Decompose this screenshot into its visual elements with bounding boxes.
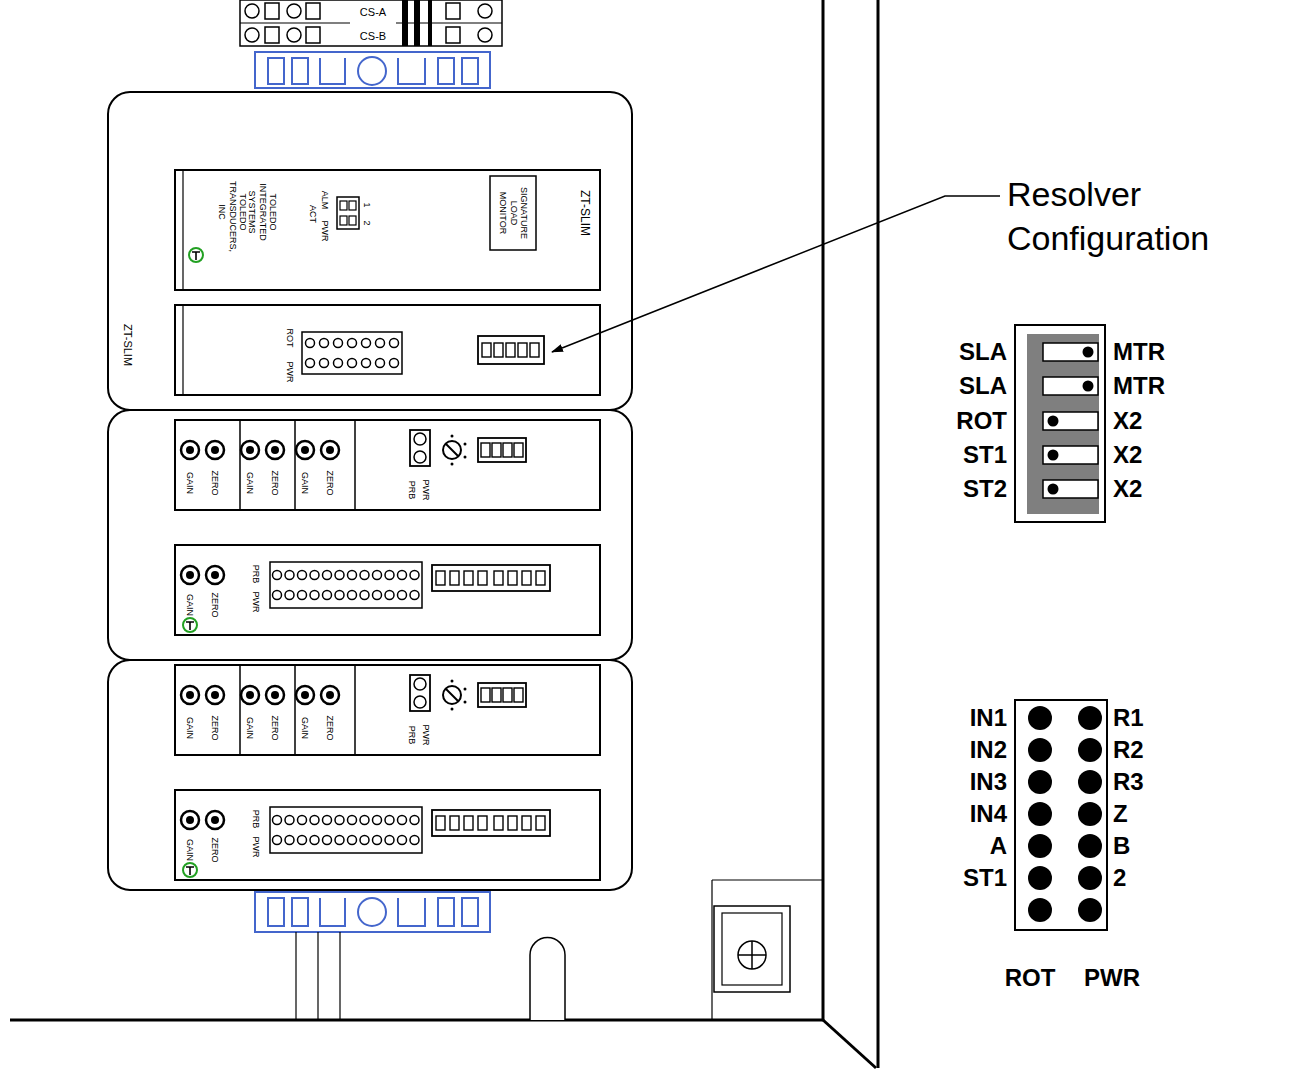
model-name: ZT-SLIM xyxy=(122,323,135,367)
pin-label: Z xyxy=(1111,800,1130,828)
terminal-label: PWR xyxy=(285,361,295,384)
switch-label: ST2 xyxy=(961,475,1009,503)
pot-label: GAIN xyxy=(185,716,195,740)
column-label: PWR xyxy=(1082,964,1142,992)
jumper-label: PWR xyxy=(320,220,330,243)
model-name: ZT-SLIM xyxy=(577,189,591,237)
pin-label: IN3 xyxy=(968,768,1009,796)
jumper-label: PWR xyxy=(251,591,261,614)
pin-label: R2 xyxy=(1111,736,1146,764)
pin-label: R1 xyxy=(1111,704,1146,732)
switch-label: ST1 xyxy=(961,441,1009,469)
switch-label: ROT xyxy=(954,407,1009,435)
terminal-label: ROT xyxy=(285,328,295,349)
pot-label: ZERO xyxy=(210,836,220,863)
pot-label: ZERO xyxy=(210,469,220,496)
pin-label: IN2 xyxy=(968,736,1009,764)
pin-label: R3 xyxy=(1111,768,1146,796)
jumper-label: ALM xyxy=(320,190,330,211)
jumper-label: PWR xyxy=(421,479,431,502)
callout-title: Resolver Configuration xyxy=(1005,172,1290,260)
terminal-label: CS-B xyxy=(359,30,387,43)
jumper-label: PRB xyxy=(407,480,417,501)
jumper-label: ACT xyxy=(308,204,318,224)
terminal-label: CS-A xyxy=(359,6,387,19)
pin-label: A xyxy=(988,832,1009,860)
pin-label: 2 xyxy=(1111,864,1128,892)
pot-label: GAIN xyxy=(300,471,310,495)
pin-label: ST1 xyxy=(961,864,1009,892)
pot-label: ZERO xyxy=(325,714,335,741)
switch-label: X2 xyxy=(1111,441,1144,469)
pin-label: IN1 xyxy=(968,704,1009,732)
jumper-label: PRB xyxy=(251,809,261,830)
jumper-label: 1 xyxy=(362,201,372,208)
pot-label: ZERO xyxy=(270,469,280,496)
jumper-label: 2 xyxy=(362,219,372,226)
pot-label: GAIN xyxy=(300,716,310,740)
maker-text: TOLEDO INTEGRATED SYSTEMS xyxy=(246,180,277,244)
module-title: SIGNATURE LOAD MONITOR xyxy=(497,181,528,245)
pot-label: GAIN xyxy=(245,716,255,740)
pin-label: IN4 xyxy=(968,800,1009,828)
jumper-label: PRB xyxy=(251,564,261,585)
pot-label: ZERO xyxy=(270,714,280,741)
switch-label: SLA xyxy=(957,372,1009,400)
pot-label: GAIN xyxy=(185,593,195,617)
switch-label: X2 xyxy=(1111,475,1144,503)
jumper-label: PWR xyxy=(251,836,261,859)
switch-label: SLA xyxy=(957,338,1009,366)
pot-label: ZERO xyxy=(325,469,335,496)
switch-label: MTR xyxy=(1111,372,1167,400)
pot-label: GAIN xyxy=(245,471,255,495)
column-label: ROT xyxy=(1003,964,1058,992)
pot-label: ZERO xyxy=(210,591,220,618)
jumper-label: PWR xyxy=(421,724,431,747)
switch-label: X2 xyxy=(1111,407,1144,435)
maker-text: TOLEDO TRANSDUCERS, INC xyxy=(216,180,247,244)
pot-label: ZERO xyxy=(210,714,220,741)
pot-label: GAIN xyxy=(185,838,195,862)
pot-label: GAIN xyxy=(185,471,195,495)
jumper-label: PRB xyxy=(407,725,417,746)
pin-label: B xyxy=(1111,832,1132,860)
switch-label: MTR xyxy=(1111,338,1167,366)
